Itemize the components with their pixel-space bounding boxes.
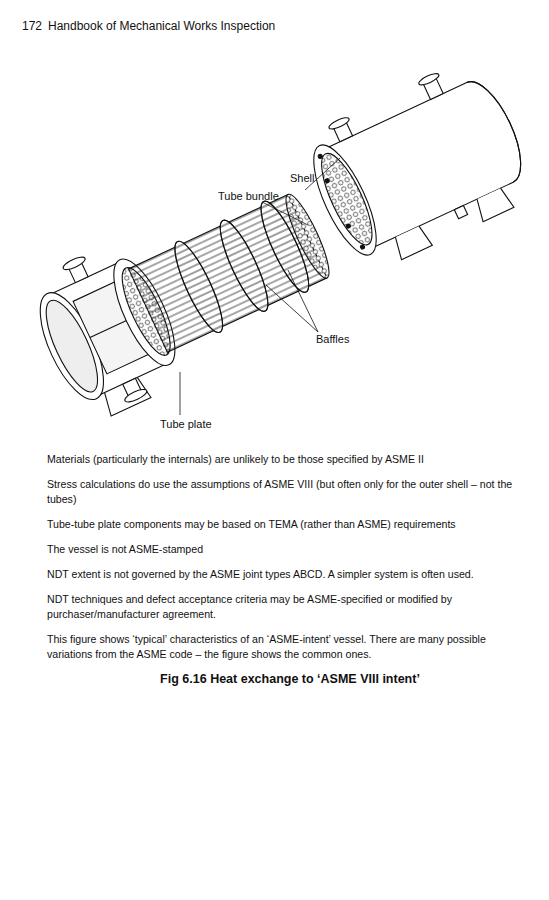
page-number: 172	[22, 20, 42, 33]
note-paragraph: Stress calculations do use the assumptio…	[47, 477, 533, 507]
part-label: Tube bundle	[218, 190, 279, 203]
figure-caption: Fig 6.16 Heat exchange to ‘ASME VIII int…	[47, 672, 533, 686]
note-paragraph: The vessel is not ASME-stamped	[47, 542, 533, 557]
part-label: Tube plate	[160, 418, 212, 431]
note-paragraph: NDT techniques and defect acceptance cri…	[47, 592, 533, 622]
running-header: Handbook of Mechanical Works Inspection	[48, 20, 275, 33]
note-paragraph: This figure shows ‘typical’ characterist…	[47, 632, 533, 662]
note-paragraph: Tube-tube plate components may be based …	[47, 517, 533, 532]
part-label: Baffles	[316, 333, 349, 346]
part-label: Shell	[290, 172, 314, 185]
note-paragraph: NDT extent is not governed by the ASME j…	[47, 567, 533, 582]
note-paragraph: Materials (particularly the internals) a…	[47, 452, 533, 467]
notes-column: Materials (particularly the internals) a…	[47, 452, 533, 686]
